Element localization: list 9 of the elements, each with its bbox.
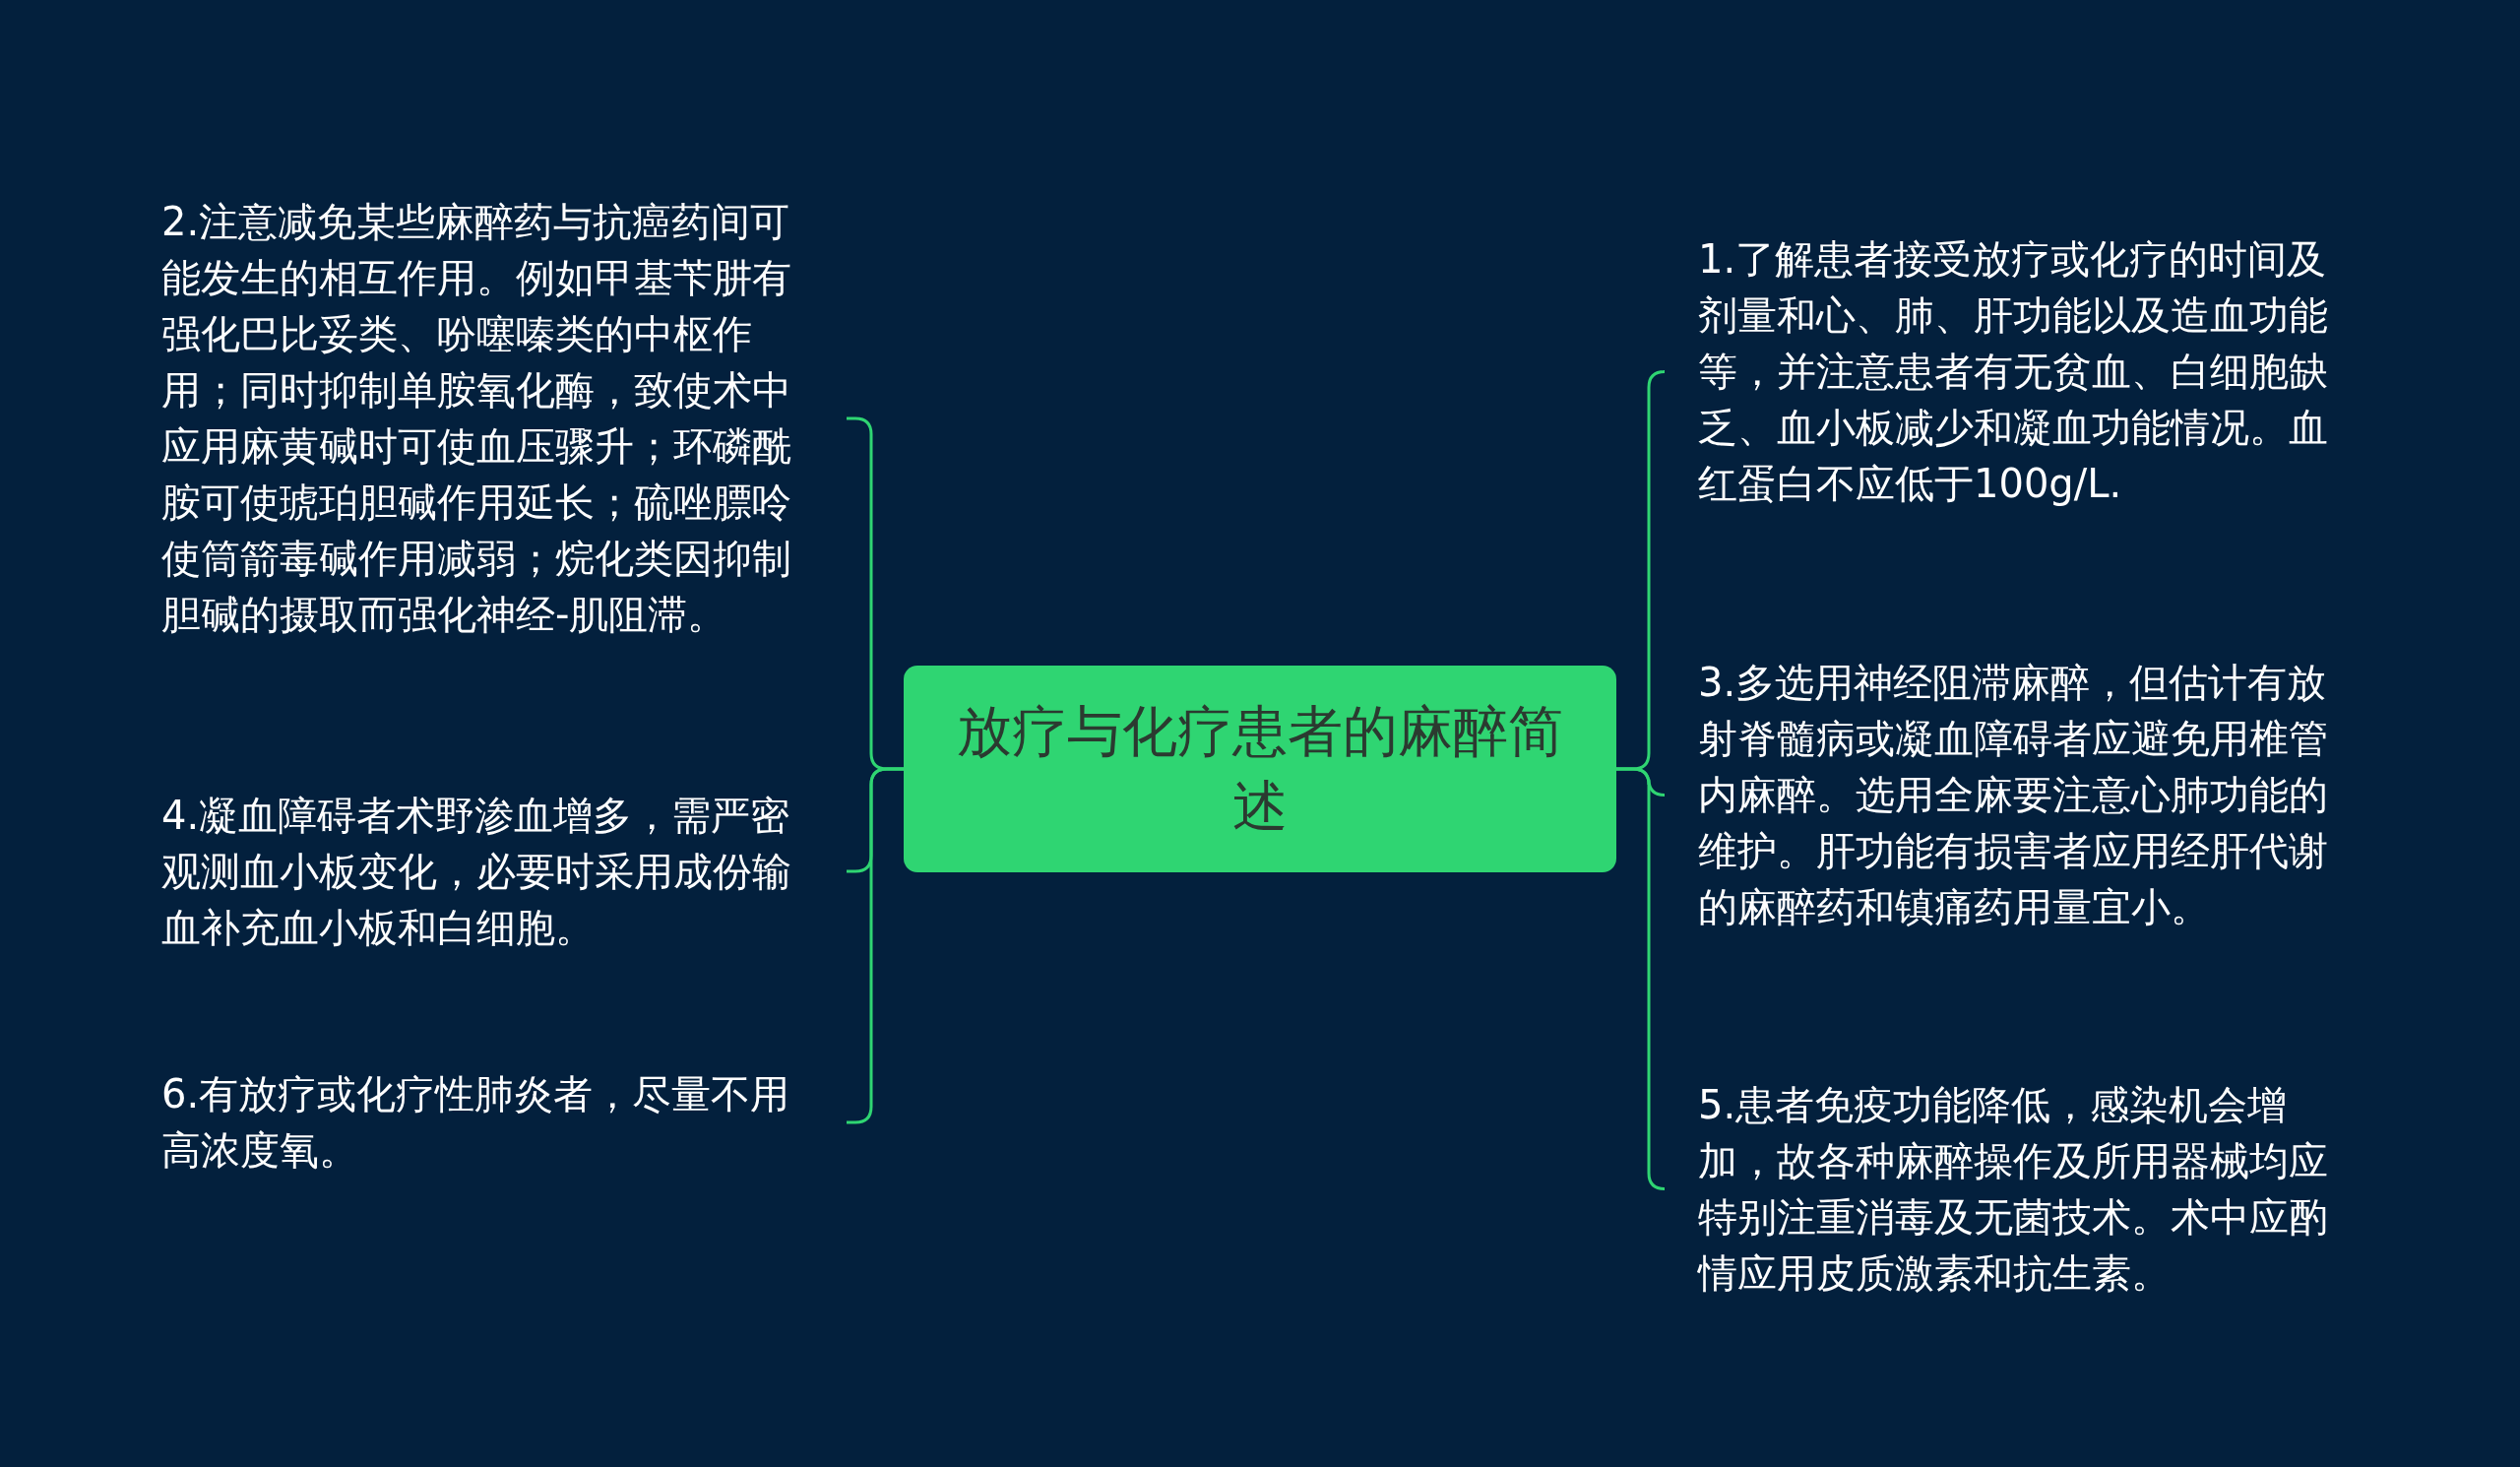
branch-text: 1.了解患者接受放疗或化疗的时间及剂量和心、肺、肝功能以及造血功能等，并注意患者有无贫血、白细胞缺乏、血小板减少和凝血功能情况。血红蛋白不应低于100g/L. — [1698, 235, 2329, 508]
branch-text: 5.患者免疫功能降低，感染机会增加，故各种麻醉操作及所用器械均应特别注重消毒及无菌技术。术中应酌情应用皮质激素和抗生素。 — [1698, 1080, 2329, 1298]
connector-line — [1616, 767, 1667, 1190]
branch-text: 6.有放疗或化疗性肺炎者，尽量不用高浓度氧。 — [161, 1070, 791, 1175]
branch-text: 3.多选用神经阻滞麻醉，但估计有放射脊髓病或凝血障碍者应避免用椎管内麻醉。选用全麻要注意心肺功能的维护。肝功能有损害者应用经肝代谢的麻醉药和镇痛药用量宜小。 — [1698, 659, 2329, 931]
topic-box — [904, 666, 1616, 872]
branch-text: 2.注意减免某些麻醉药与抗癌药间可能发生的相互作用。例如甲基苄肼有强化巴比妥类、吩噻嗪类的中枢作用；同时抑制单胺氧化酶，致使术中应用麻黄碱时可使血压骤升；环磷酰胺可使琥珀胆碱作用延长；硫唑膘呤使筒箭毒碱作用减弱；烷化类因抑制胆碱的摄取而强化神经-肌阻滞。 — [161, 198, 792, 639]
branch-text: 4.凝血障碍者术野渗血增多，需严密观测血小板变化，必要时采用成份输血补充血小板和白细胞。 — [161, 791, 792, 952]
topic-title: 放疗与化疗患者的麻醉简述 — [956, 698, 1564, 840]
